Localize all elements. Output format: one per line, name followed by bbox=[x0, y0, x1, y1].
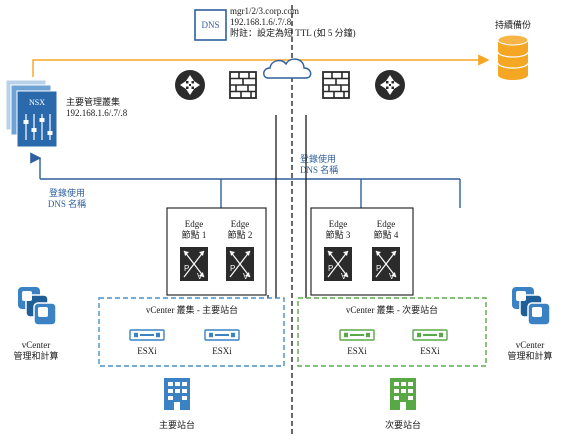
firewall-icon-secondary bbox=[322, 71, 350, 99]
vcenter-left-line1: vCenter bbox=[22, 340, 51, 350]
dns-server: DNS bbox=[194, 9, 227, 41]
building-icon-secondary bbox=[390, 378, 416, 410]
esxi-label-secondary-2: ESXi bbox=[420, 346, 440, 356]
router-icon-primary bbox=[175, 70, 205, 100]
svg-text:V: V bbox=[243, 272, 249, 281]
nsx-icon-label: NSX bbox=[29, 98, 45, 107]
registration-label-right-2: DNS 名稱 bbox=[300, 164, 338, 175]
vcenter-right-line1: vCenter bbox=[516, 340, 545, 350]
registration-label-left-2: DNS 名稱 bbox=[48, 198, 86, 209]
dns-ip: 192.168.1.6/.7/.8 bbox=[230, 17, 292, 27]
dns-registration-connector bbox=[30, 152, 461, 208]
esxi-label-secondary-1: ESXi bbox=[347, 346, 367, 356]
svg-text:P: P bbox=[230, 264, 235, 273]
dns-ttl-note: 附註：設定為短 TTL (如 5 分鐘) bbox=[230, 27, 356, 38]
vcenter-icon-left bbox=[17, 286, 57, 326]
edge-node-3-icon: PV bbox=[323, 246, 353, 282]
svg-text:V: V bbox=[341, 272, 347, 281]
edge-node-3-line2: 節點 3 bbox=[326, 229, 351, 240]
svg-text:V: V bbox=[389, 272, 395, 281]
edge-node-2-line1: Edge bbox=[231, 219, 250, 229]
edge-node-4-line2: 節點 4 bbox=[374, 229, 399, 240]
vcenter-cluster-primary bbox=[98, 297, 285, 367]
dns-icon-label: DNS bbox=[201, 20, 219, 30]
svg-text:P: P bbox=[328, 264, 333, 273]
edge-node-4-icon: PV bbox=[371, 246, 401, 282]
site-label-primary: 主要站台 bbox=[159, 419, 195, 430]
cloud-icon bbox=[263, 58, 312, 79]
backup-connector bbox=[32, 54, 490, 77]
esxi-host-secondary-1 bbox=[339, 329, 375, 341]
cluster-primary-title: vCenter 叢集 - 主要站台 bbox=[146, 304, 238, 315]
edge-node-1-icon: PV bbox=[179, 246, 209, 282]
vcenter-icon-right bbox=[511, 286, 551, 326]
building-icon-primary bbox=[164, 378, 190, 410]
vcenter-left-line2: 管理和計算 bbox=[13, 350, 58, 361]
dns-hostname: mgr1/2/3.corp.com bbox=[230, 6, 299, 16]
svg-text:P: P bbox=[376, 264, 381, 273]
registration-label-right-1: 登錄使用 bbox=[300, 153, 336, 164]
edge-uplinks bbox=[267, 115, 307, 298]
site-label-secondary: 次要站台 bbox=[385, 419, 421, 430]
backup-label: 持續備份 bbox=[495, 19, 531, 30]
esxi-host-primary-1 bbox=[129, 329, 165, 341]
edge-node-3-line1: Edge bbox=[329, 219, 348, 229]
edge-node-2-icon: PV bbox=[225, 246, 255, 282]
nsx-cluster-ip: 192.168.1.6/.7/.8 bbox=[66, 108, 128, 118]
edge-node-1-line2: 節點 1 bbox=[182, 229, 207, 240]
firewall-icon-primary bbox=[229, 71, 257, 99]
cluster-secondary-title: vCenter 叢集 - 次要站台 bbox=[346, 304, 438, 315]
esxi-label-primary-1: ESXi bbox=[137, 346, 157, 356]
svg-text:P: P bbox=[184, 264, 189, 273]
edge-node-4-line1: Edge bbox=[377, 219, 396, 229]
nsx-manager-icon: NSX bbox=[5, 79, 58, 148]
registration-label-left-1: 登錄使用 bbox=[49, 187, 85, 198]
nsx-cluster-title: 主要管理叢集 bbox=[66, 96, 120, 107]
edge-node-2-line2: 節點 2 bbox=[228, 229, 253, 240]
database-icon bbox=[497, 34, 529, 80]
svg-text:V: V bbox=[197, 272, 203, 281]
esxi-label-primary-2: ESXi bbox=[212, 346, 232, 356]
edge-node-1-line1: Edge bbox=[185, 219, 204, 229]
esxi-host-secondary-2 bbox=[412, 329, 448, 341]
vcenter-right-line2: 管理和計算 bbox=[507, 350, 552, 361]
router-icon-secondary bbox=[375, 70, 405, 100]
esxi-host-primary-2 bbox=[204, 329, 240, 341]
